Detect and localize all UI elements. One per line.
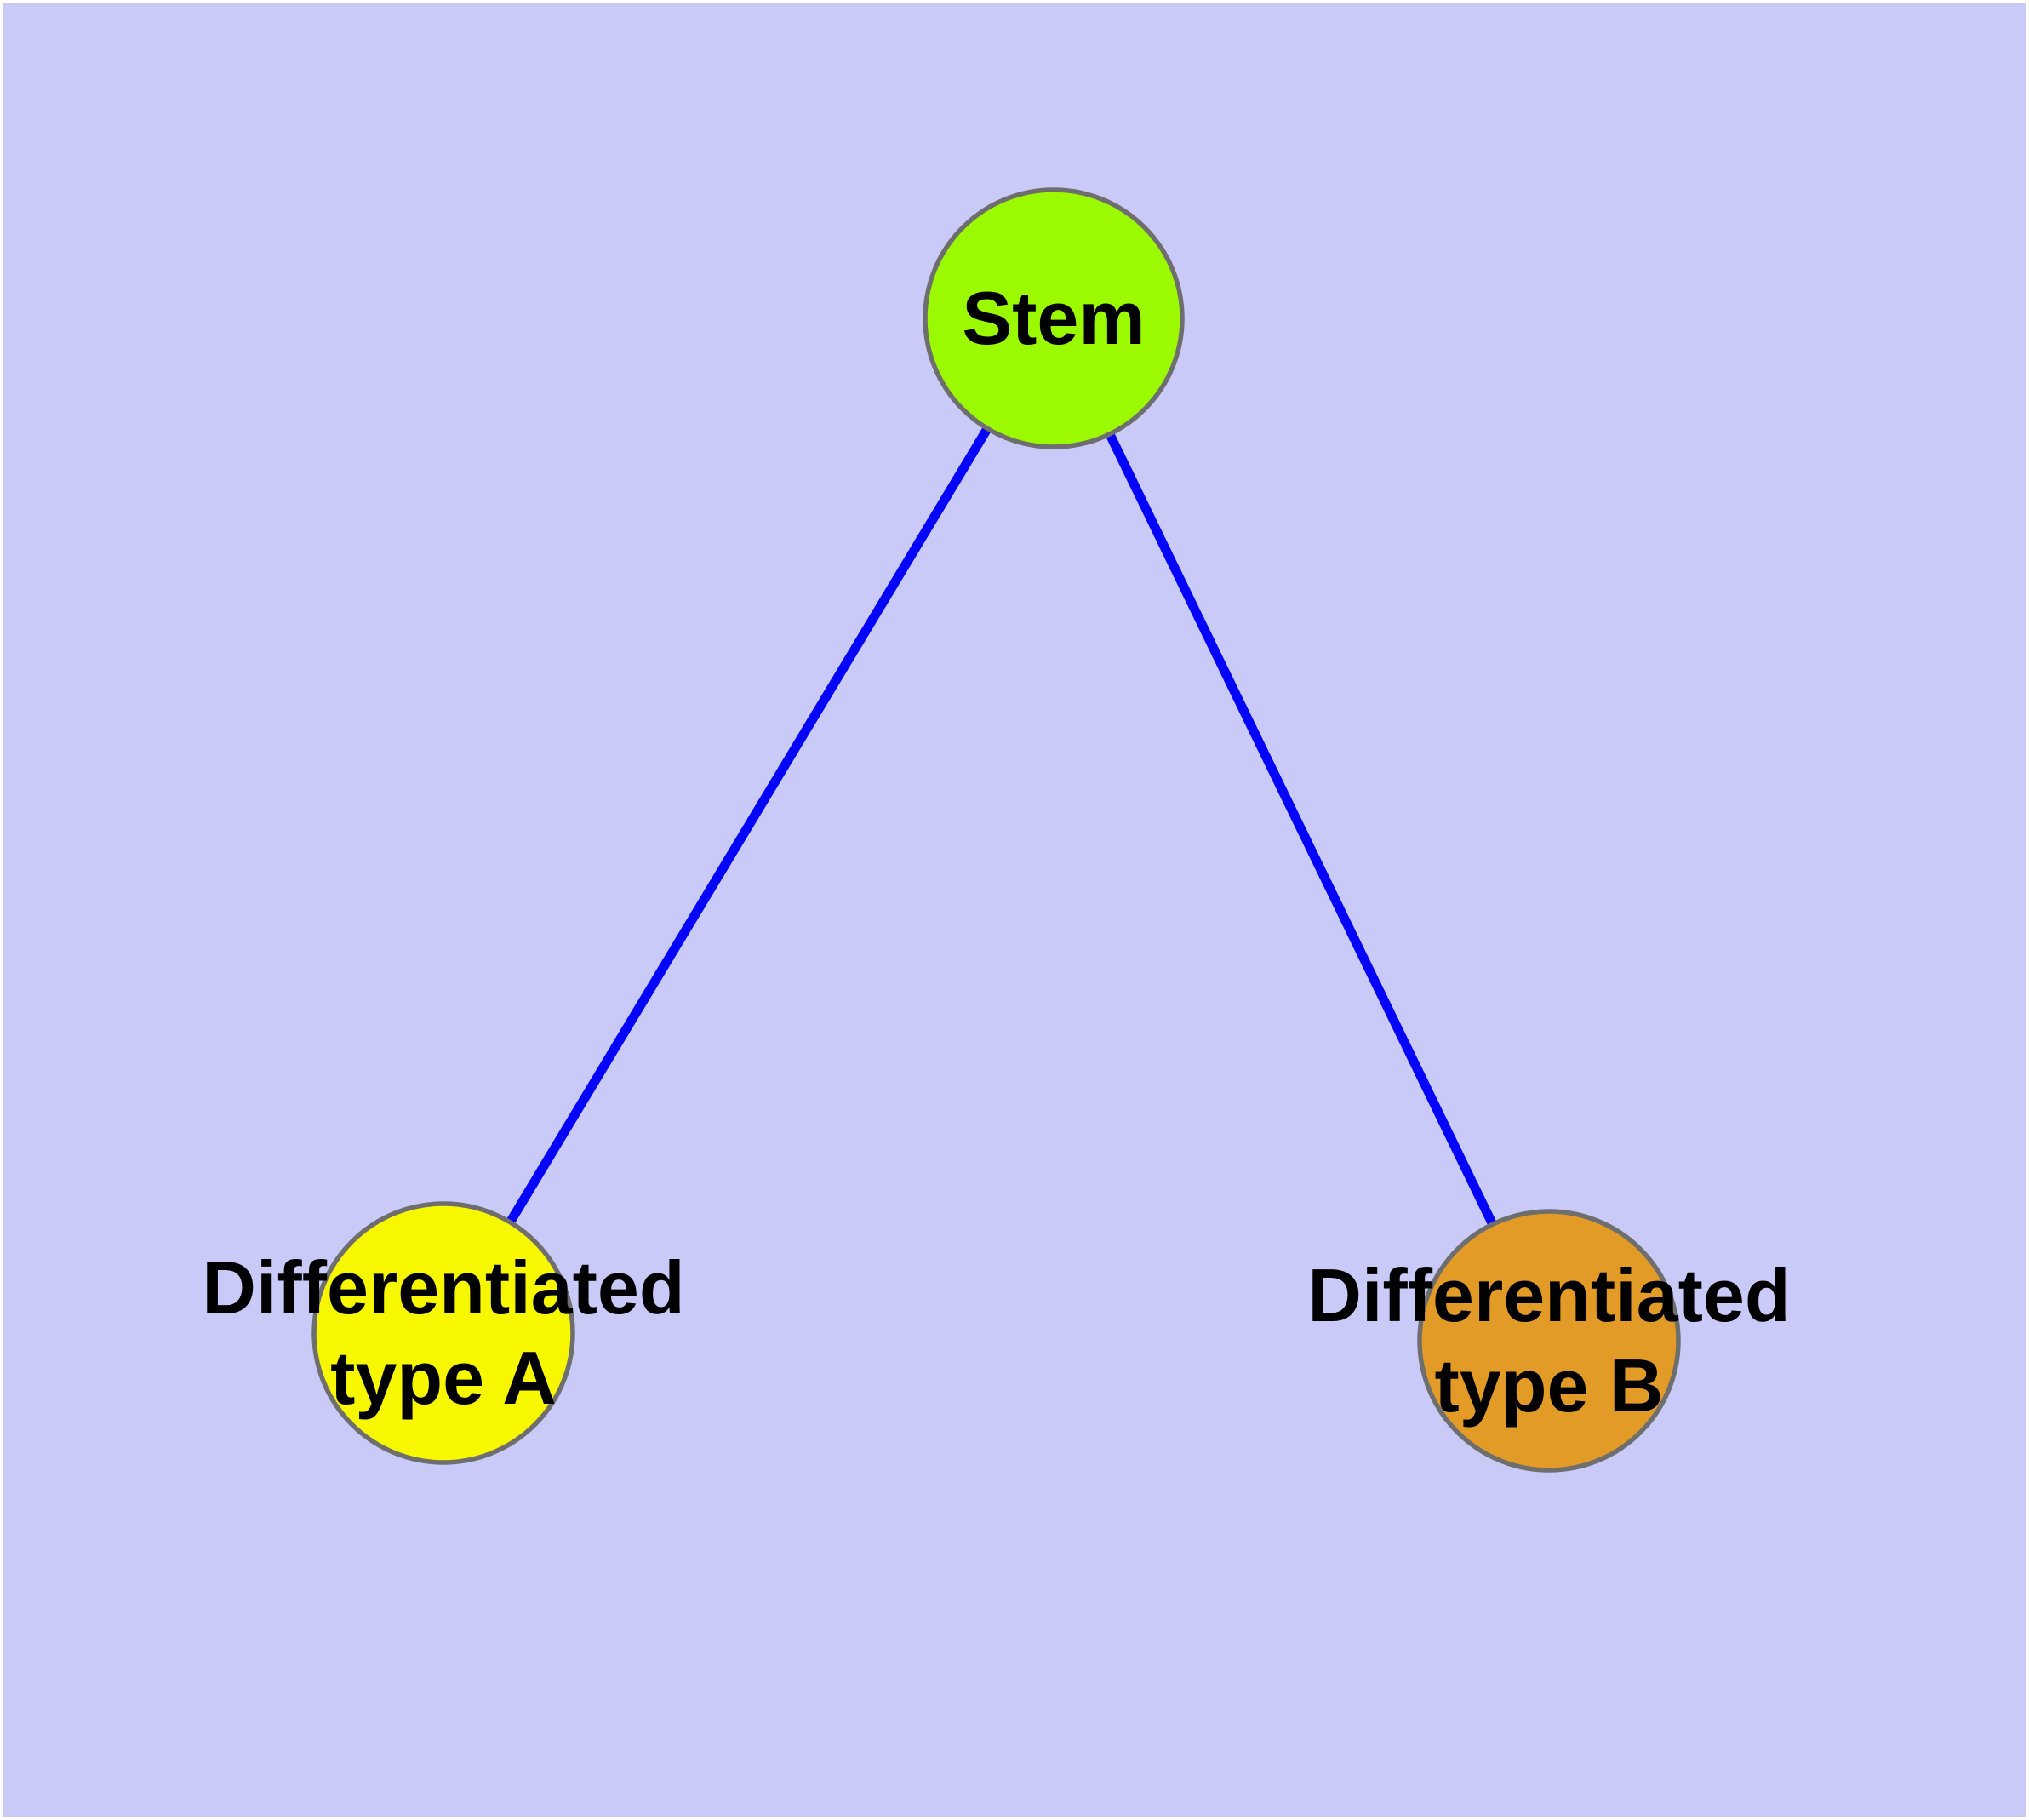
edge-stem-to-type-b (1049, 316, 1553, 1343)
node-label-type-b: Differentiated type B (1307, 1251, 1790, 1431)
node-label-line: type B (1434, 1343, 1664, 1428)
edge-stem-to-type-a (439, 316, 1058, 1336)
node-label-line: Differentiated (1307, 1253, 1791, 1337)
node-circle-stem (923, 187, 1185, 449)
node-label-line: Stem (962, 276, 1146, 360)
node-label-type-a: Differentiated type A (202, 1243, 684, 1423)
graph-svg (311, 187, 1681, 1473)
node-circle-type-a (311, 1201, 575, 1465)
node-circle-type-b (1417, 1209, 1681, 1473)
diagram-canvas: Stem Differentiated type A Differentiate… (3, 3, 2026, 1817)
node-label-stem: Stem (962, 273, 1145, 363)
node-label-line: Differentiated (202, 1245, 685, 1330)
node-label-line: type A (330, 1336, 557, 1420)
